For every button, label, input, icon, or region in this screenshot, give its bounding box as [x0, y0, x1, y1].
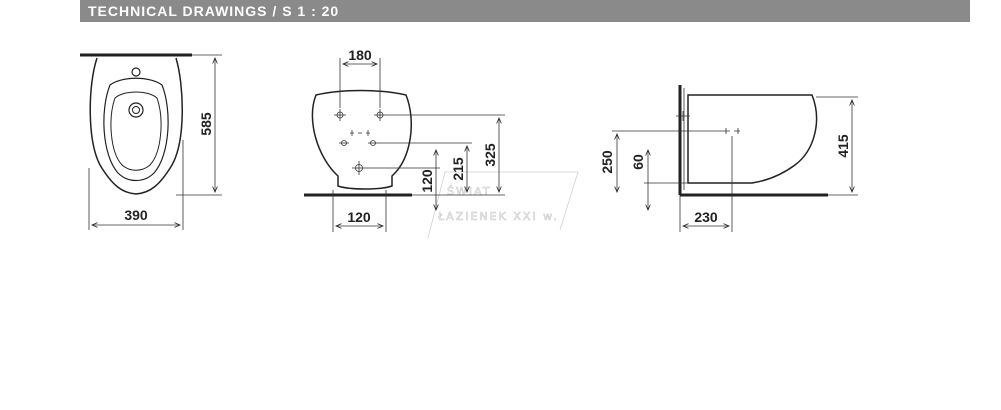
- profile-depth-label: 230: [694, 209, 718, 225]
- header-bar: TECHNICAL DRAWINGS / S 1 : 20: [80, 0, 970, 22]
- side-height-120-label: 120: [419, 169, 435, 193]
- profile-height-415-label: 415: [835, 134, 851, 158]
- bidet-outline: [89, 57, 184, 195]
- bidet-profile-outline: [687, 94, 818, 184]
- bowl-inner: [110, 91, 162, 171]
- fixing-points: [334, 109, 386, 175]
- watermark-line2: ŁAZIENEK XXI w.: [437, 210, 559, 223]
- profile-height-250-label: 250: [599, 150, 615, 174]
- profile-view-drawing: 250 60 415 230: [599, 85, 858, 232]
- side-height-325-label: 325: [482, 143, 498, 167]
- profile-height-60-label: 60: [630, 154, 646, 170]
- watermark-logo: ŚWIAT ŁAZIENEK XXI w.: [427, 171, 579, 239]
- side-height-215-label: 215: [450, 157, 466, 181]
- bidet-side-outline: [311, 89, 412, 190]
- front-view-drawing: 585 390: [80, 53, 222, 230]
- side-view-drawing: 180 120 120 215 325: [304, 47, 505, 232]
- bowl-outline: [103, 77, 169, 182]
- drain-inner-icon: [132, 106, 140, 114]
- drain-outer-icon: [128, 102, 144, 118]
- watermark-line1: ŚWIAT: [447, 185, 492, 198]
- side-top-width-label: 180: [348, 47, 372, 63]
- side-bottom-width-label: 120: [347, 209, 371, 225]
- front-width-label: 390: [124, 207, 148, 223]
- tap-hole-icon: [131, 67, 141, 77]
- front-height-label: 585: [198, 112, 214, 136]
- page-title: TECHNICAL DRAWINGS / S 1 : 20: [88, 3, 340, 19]
